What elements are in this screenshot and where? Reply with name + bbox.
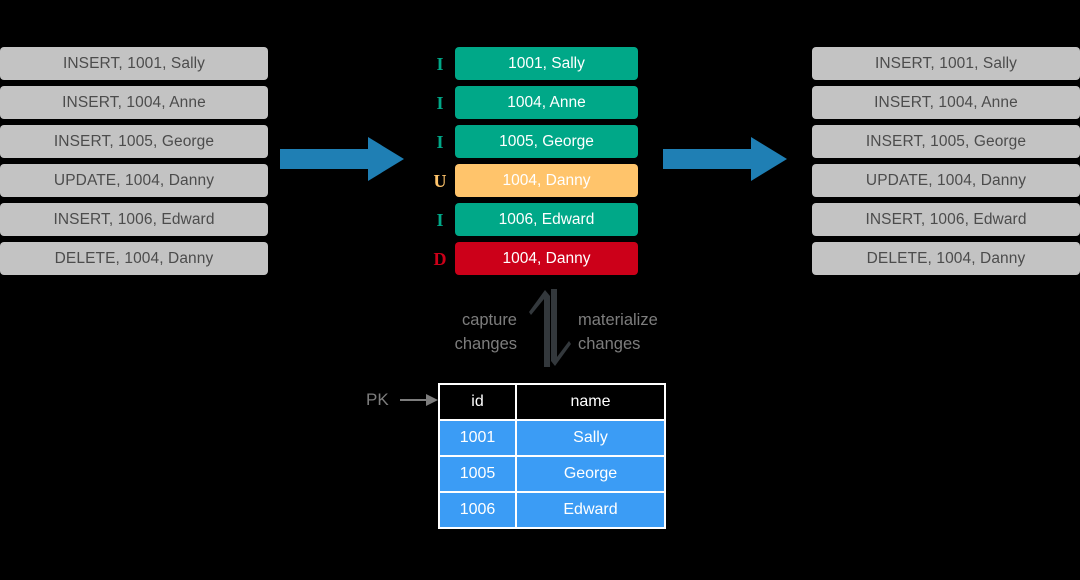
source-log-row: DELETE, 1004, Danny [0, 242, 268, 275]
source-log-row: INSERT, 1004, Anne [0, 86, 268, 119]
cell-id: 1005 [438, 455, 517, 493]
column-header-name: name [515, 383, 666, 421]
change-stream-row: I 1001, Sally [425, 47, 638, 80]
change-stream-row: I 1004, Anne [425, 86, 638, 119]
pk-label: PK [366, 390, 389, 409]
table-row: 1006 Edward [438, 491, 666, 529]
source-log-row: INSERT, 1001, Sally [0, 47, 268, 80]
change-stream-row: U 1004, Danny [425, 164, 638, 197]
change-stream-row: D 1004, Danny [425, 242, 638, 275]
change-stream-value: 1005, George [455, 125, 638, 158]
change-stream-value: 1004, Danny [455, 164, 638, 197]
sink-log-row: INSERT, 1004, Anne [812, 86, 1080, 119]
sink-changelog-column: INSERT, 1001, Sally INSERT, 1004, Anne I… [812, 47, 1080, 275]
materialize-changes-label: materialize changes [578, 308, 718, 356]
change-stream-value: 1001, Sally [455, 47, 638, 80]
sink-log-row: UPDATE, 1004, Danny [812, 164, 1080, 197]
flow-arrow-source-to-stream [280, 136, 404, 182]
change-stream-column: I 1001, Sally I 1004, Anne I 1005, Georg… [425, 47, 638, 275]
materialize-changes-line2: changes [578, 335, 641, 353]
cell-name: George [515, 455, 666, 493]
cell-name: Edward [515, 491, 666, 529]
source-log-row: INSERT, 1005, George [0, 125, 268, 158]
capture-changes-line1: capture [461, 311, 517, 329]
source-changelog-column: INSERT, 1001, Sally INSERT, 1004, Anne I… [0, 47, 268, 275]
change-stream-value: 1004, Anne [455, 86, 638, 119]
column-header-id: id [438, 383, 517, 421]
change-stream-row: I 1005, George [425, 125, 638, 158]
op-insert-icon: I [436, 131, 444, 152]
cell-name: Sally [515, 419, 666, 457]
cell-id: 1006 [438, 491, 517, 529]
table-row: 1005 George [438, 455, 666, 493]
capture-changes-label: capture changes [417, 308, 517, 356]
sink-log-row: INSERT, 1005, George [812, 125, 1080, 158]
sink-log-row: INSERT, 1001, Sally [812, 47, 1080, 80]
op-insert-icon: I [436, 209, 444, 230]
source-log-row: INSERT, 1006, Edward [0, 203, 268, 236]
table-row: 1001 Sally [438, 419, 666, 457]
change-stream-row: I 1006, Edward [425, 203, 638, 236]
flow-arrow-stream-to-sink [663, 136, 787, 182]
table-header-row: id name [438, 383, 666, 421]
change-stream-value: 1006, Edward [455, 203, 638, 236]
capture-changes-line2: changes [454, 335, 517, 353]
sink-log-row: DELETE, 1004, Danny [812, 242, 1080, 275]
bidirectional-capture-materialize-arrow [528, 289, 572, 367]
materialized-table: id name 1001 Sally 1005 George 1006 Edwa… [438, 383, 666, 529]
op-insert-icon: I [436, 53, 444, 74]
cell-id: 1001 [438, 419, 517, 457]
sink-log-row: INSERT, 1006, Edward [812, 203, 1080, 236]
pk-arrow-icon [400, 390, 438, 410]
op-update-icon: U [433, 170, 447, 191]
op-delete-icon: D [433, 248, 447, 269]
op-insert-icon: I [436, 92, 444, 113]
materialize-changes-line1: materialize [578, 311, 658, 329]
source-log-row: UPDATE, 1004, Danny [0, 164, 268, 197]
change-stream-value: 1004, Danny [455, 242, 638, 275]
